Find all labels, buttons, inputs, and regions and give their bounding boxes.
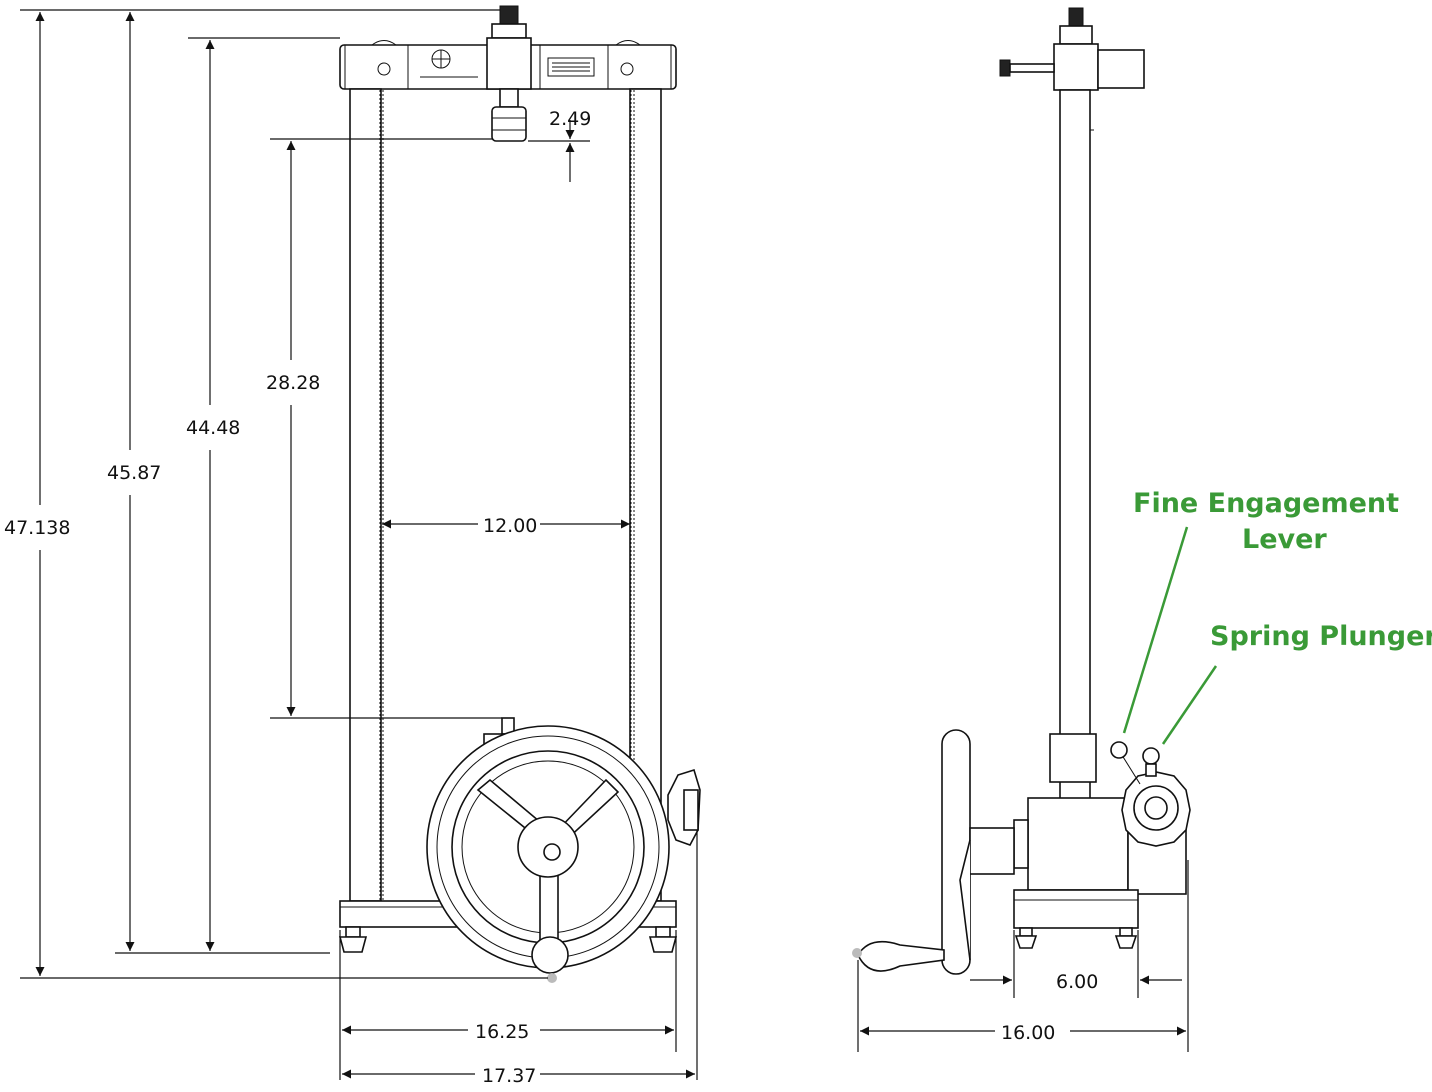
dim-column-height: 45.87 [107, 462, 161, 484]
dim-frame-height: 44.48 [186, 417, 240, 439]
front-dimensions [20, 9, 698, 1080]
spring-plunger-icon [1142, 747, 1160, 765]
label-plate [547, 57, 595, 77]
dim-base-width: 16.25 [475, 1021, 529, 1043]
columns [349, 88, 662, 902]
spring-plunger-leader [1161, 665, 1218, 745]
handle-pivot-icon [852, 948, 862, 958]
dim-overall-width-front: 17.37 [482, 1065, 536, 1087]
side-view: 6.00 16.00 Fine Engagement Lever Spring … [852, 7, 1432, 1052]
front-view: 47.138 45.87 44.48 28.28 2.49 12.00 16.2… [4, 5, 701, 1087]
dim-column-spacing: 12.00 [483, 515, 537, 537]
callout-fine-engagement-line2: Lever [1242, 524, 1327, 555]
fine-engagement-lever-icon [1110, 741, 1128, 759]
dim-ram-clearance: 2.49 [549, 108, 591, 130]
callout-spring-plunger: Spring Plunger [1210, 621, 1432, 652]
pivot-point-icon [547, 973, 557, 983]
dim-daylight: 28.28 [266, 372, 320, 394]
dim-overall-depth-side: 16.00 [1001, 1022, 1055, 1044]
fine-engagement-leader [1122, 526, 1189, 734]
top-crosshead [339, 5, 677, 142]
dim-side-base-depth: 6.00 [1056, 971, 1098, 993]
handwheel-assembly [426, 725, 701, 983]
dim-overall-height: 47.138 [4, 517, 70, 539]
callout-fine-engagement-line1: Fine Engagement [1133, 488, 1399, 519]
